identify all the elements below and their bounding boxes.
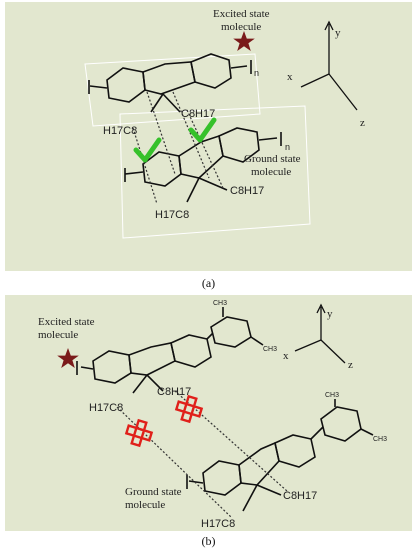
ground-side-chain-right: C8H17 bbox=[230, 185, 264, 197]
ground-label-b: Ground state bbox=[125, 486, 182, 498]
methyl-bottom-1: CH3 bbox=[325, 392, 339, 399]
panel-a-diagram: n H17C8 C8H17 n H17C8 C8H17 bbox=[84, 8, 365, 239]
excited-label-a-2: molecule bbox=[221, 21, 261, 33]
excited-fluorene-b bbox=[76, 307, 264, 394]
axis-z-label-a: z bbox=[360, 117, 365, 129]
excited-label-b-2: molecule bbox=[38, 329, 78, 341]
excited-side-chain-left: H17C8 bbox=[103, 125, 137, 137]
interaction-lines bbox=[132, 91, 224, 205]
ground-repeat-n: n bbox=[285, 142, 290, 152]
ground-fluorene bbox=[124, 127, 282, 203]
star-icon bbox=[57, 348, 79, 368]
caption-a: (a) bbox=[201, 276, 216, 290]
excited-side-chain-right: C8H17 bbox=[181, 108, 215, 120]
excited-side-chain-left-b: H17C8 bbox=[89, 402, 123, 414]
ground-side-chain-left: H17C8 bbox=[155, 209, 189, 221]
ground-label-a-2: molecule bbox=[251, 166, 291, 178]
ground-plane bbox=[119, 105, 311, 239]
star-icon bbox=[233, 31, 255, 51]
check-icon bbox=[188, 117, 217, 143]
methyl-top-1: CH3 bbox=[213, 300, 227, 307]
methyl-bottom-2: CH3 bbox=[373, 436, 387, 443]
check-icon bbox=[133, 137, 162, 163]
panel-b-diagram: CH3 CH3 H17C8 C8H17 CH3 CH3 H17C8 C8H17 bbox=[38, 300, 387, 530]
cross-icon bbox=[124, 418, 154, 448]
panel-b: CH3 CH3 H17C8 C8H17 CH3 CH3 H17C8 C8H17 bbox=[5, 295, 412, 531]
ground-label-a: Ground state bbox=[244, 153, 301, 165]
axes-b bbox=[294, 303, 346, 364]
axis-z-label-b: z bbox=[348, 359, 353, 371]
ground-side-chain-right-b: C8H17 bbox=[283, 490, 317, 502]
axis-x-label-b: x bbox=[283, 350, 289, 362]
excited-side-chain-right-b: C8H17 bbox=[157, 386, 191, 398]
excited-plane bbox=[84, 53, 261, 127]
excited-label-a: Excited state bbox=[213, 8, 270, 20]
axis-y-label-b: y bbox=[327, 308, 333, 320]
excited-label-b: Excited state bbox=[38, 316, 95, 328]
ground-fluorene-b bbox=[186, 399, 374, 512]
panel-a: n H17C8 C8H17 n H17C8 C8H17 bbox=[5, 2, 412, 271]
methyl-top-2: CH3 bbox=[263, 346, 277, 353]
excited-fluorene bbox=[88, 53, 252, 113]
caption-b: (b) bbox=[201, 534, 216, 548]
ground-label-b-2: molecule bbox=[125, 499, 165, 511]
excited-repeat-n: n bbox=[254, 68, 259, 78]
ground-side-chain-left-b: H17C8 bbox=[201, 518, 235, 530]
axis-y-label-a: y bbox=[335, 27, 341, 39]
axis-x-label-a: x bbox=[287, 71, 293, 83]
cross-icon bbox=[174, 394, 204, 424]
axes-a bbox=[300, 20, 358, 111]
